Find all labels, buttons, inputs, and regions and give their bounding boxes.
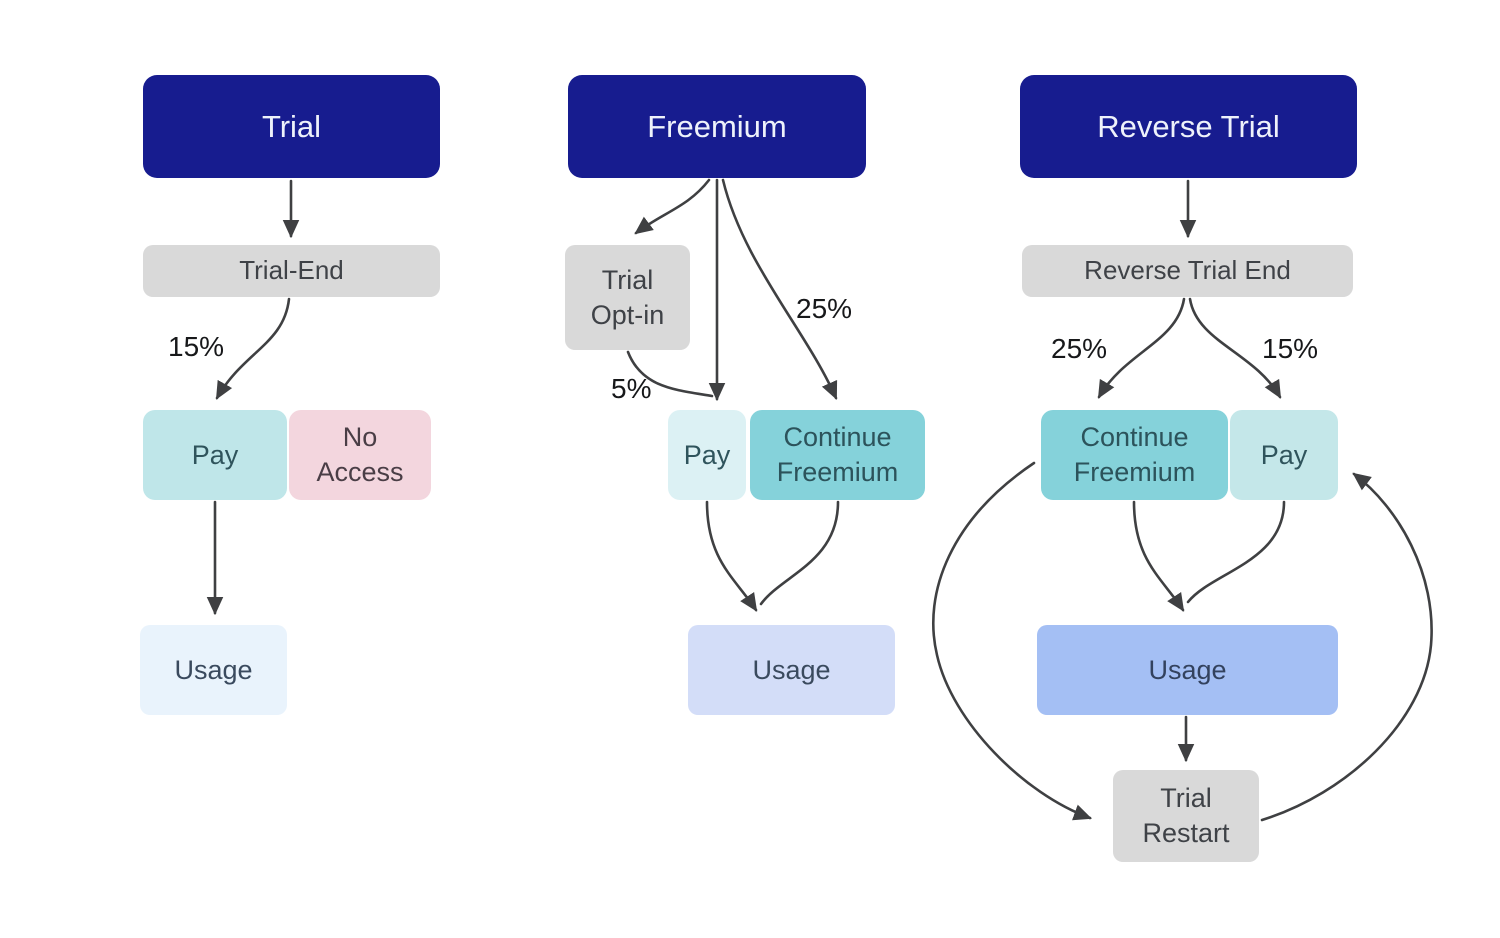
reverse-trial-pay-node: Pay	[1230, 410, 1338, 500]
freemium-continue-node: Continue Freemium	[750, 410, 925, 500]
arrow-pay-to-usage-mid	[705, 500, 758, 612]
trial-title-node: Trial	[143, 75, 440, 178]
reverse-trial-pay-percentage-label: 15%	[1262, 333, 1319, 364]
freemium-continue-percentage-label: 25%	[796, 293, 853, 324]
trial-usage-node: Usage	[140, 625, 287, 715]
trial-pay-node: Pay	[143, 410, 287, 500]
arrow-freemium-to-continue	[721, 178, 838, 400]
arrow-continue-to-usage-mid	[759, 500, 840, 606]
trial-no-access-node: No Access	[289, 410, 431, 500]
freemium-title-node: Freemium	[568, 75, 866, 178]
arrow-end-to-continue	[1097, 297, 1186, 399]
freemium-usage-node: Usage	[688, 625, 895, 715]
reverse-trial-continue-node: Continue Freemium	[1041, 410, 1228, 500]
trial-end-node: Trial-End	[143, 245, 440, 297]
reverse-trial-continue-percentage-label: 25%	[1051, 333, 1108, 364]
arrow-continue-to-usage-right	[1132, 500, 1185, 612]
arrow-freemium-to-optin	[634, 178, 711, 235]
freemium-trial-opt-in-node: Trial Opt-in	[565, 245, 690, 350]
reverse-trial-title-node: Reverse Trial	[1020, 75, 1357, 178]
arrow-pay-to-usage-right	[1186, 500, 1286, 604]
trial-pay-percentage-label: 15%	[168, 331, 225, 362]
arrow-trialend-to-pay	[215, 297, 291, 400]
reverse-trial-usage-node: Usage	[1037, 625, 1338, 715]
reverse-trial-end-node: Reverse Trial End	[1022, 245, 1353, 297]
reverse-trial-restart-node: Trial Restart	[1113, 770, 1259, 862]
freemium-opt-in-percentage-label: 5%	[611, 373, 652, 404]
freemium-pay-node: Pay	[668, 410, 746, 500]
